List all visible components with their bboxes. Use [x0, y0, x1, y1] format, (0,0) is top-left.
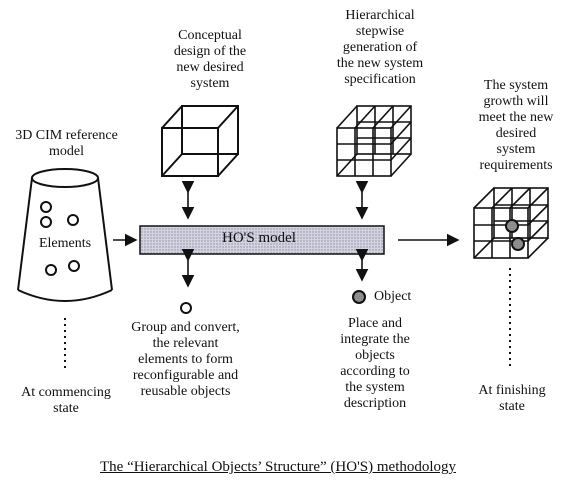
object-marker [352, 290, 366, 304]
finishing-state-label: At finishing state [478, 383, 546, 414]
system-growth-cube [473, 187, 549, 259]
diagram-caption: The “Hierarchical Objects’ Structure” (H… [100, 459, 457, 475]
hierarchical-grid-cube [336, 105, 412, 177]
hierarchical-label: Hierarchical stepwise generation of the … [336, 8, 424, 87]
place-integrate-label: Place and integrate the objects accordin… [340, 316, 410, 411]
conceptual-design-label: Conceptual design of the new desired sys… [173, 28, 247, 91]
commencing-state-label: At commencing state [21, 385, 111, 416]
conceptual-design-box [161, 105, 239, 177]
reference-model-label: 3D CIM reference model [15, 128, 118, 159]
object-label: Object [374, 289, 412, 304]
element-circles [40, 201, 80, 276]
hos-model-bar [139, 225, 385, 255]
reference-model-cone [17, 168, 113, 302]
elements-label: Elements [38, 236, 92, 251]
system-growth-label: The system growth will meet the new desi… [478, 78, 554, 173]
group-convert-label: Group and convert, the relevant elements… [131, 320, 240, 399]
group-object-circle [180, 302, 192, 314]
hos-model-label: HO'S model [222, 230, 296, 246]
integrated-objects [505, 219, 525, 251]
